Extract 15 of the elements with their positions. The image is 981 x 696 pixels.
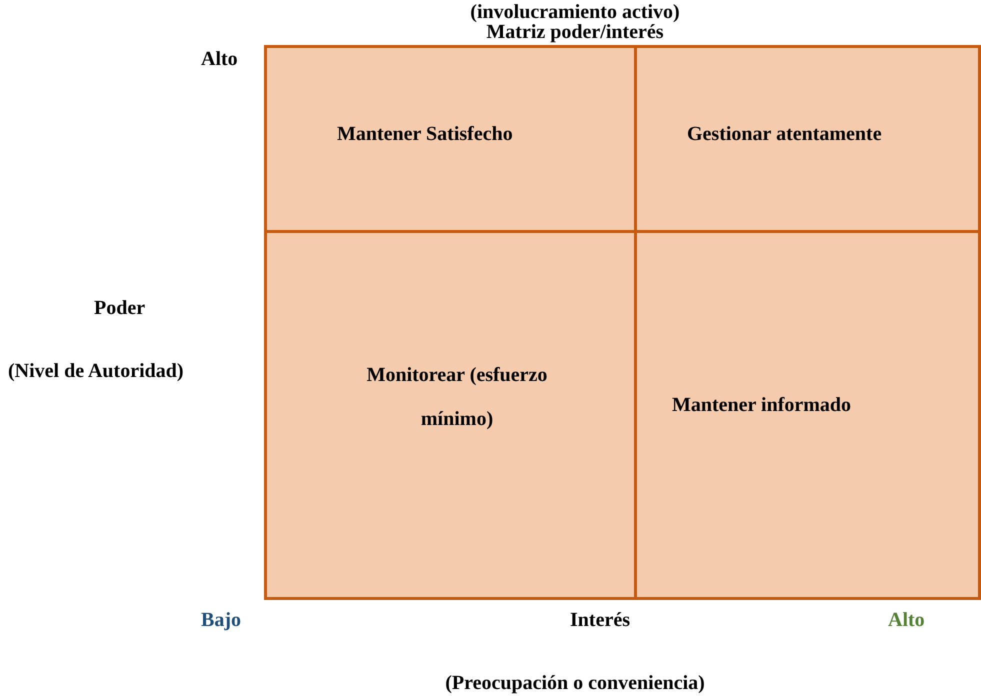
axis-value: Alto (888, 609, 925, 632)
quadrant-label: Mantener Satisfecho (337, 122, 513, 147)
quadrant-box (634, 45, 981, 233)
axis-subtitle: (Nivel de Autoridad) (8, 360, 184, 383)
quadrant-label: Gestionar atentamente (687, 122, 882, 147)
chart-title: Matriz poder/interés (486, 21, 664, 44)
axis-value: Bajo (201, 609, 241, 632)
axis-subtitle: (Preocupación o conveniencia) (445, 672, 705, 695)
axis-title: Interés (570, 609, 630, 632)
quadrant-label: Monitorear (esfuerzo mínimo) (366, 363, 548, 432)
axis-value: Alto (201, 48, 238, 71)
quadrant-box (634, 230, 981, 600)
quadrant-label: Mantener informado (672, 393, 852, 418)
axis-title: Poder (94, 297, 146, 320)
axis-note: (involucramiento activo) (470, 1, 680, 24)
